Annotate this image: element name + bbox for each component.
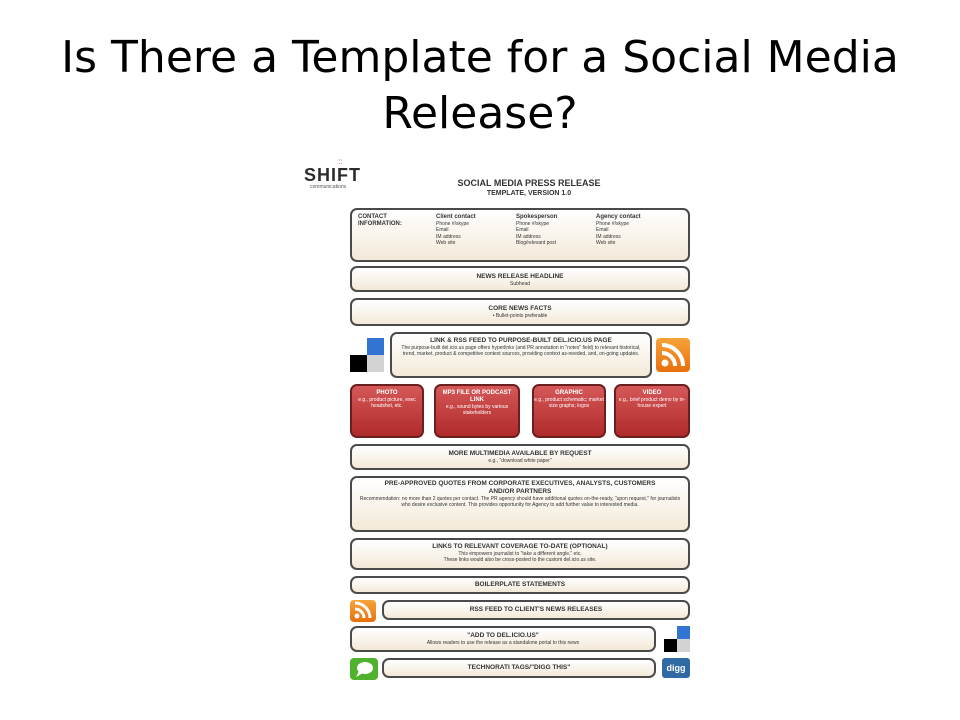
rss-client-releases-box: RSS FEED TO CLIENT'S NEWS RELEASES (382, 600, 690, 620)
delicious-icon-small (664, 626, 690, 652)
rss-icon (656, 338, 690, 372)
contact-column-spokesperson: Spokesperson Phone #/skype Email IM addr… (516, 214, 558, 246)
core-news-facts-box: CORE NEWS FACTS • Bullet-points preferab… (350, 298, 690, 326)
rss-icon-small (350, 600, 376, 622)
delicious-icon (350, 338, 384, 372)
boilerplate-box: BOILERPLATE STATEMENTS (350, 576, 690, 594)
link-rss-delicious-box: LINK & RSS FEED TO PURPOSE-BUILT DEL.ICI… (390, 332, 652, 378)
mp3-podcast-box: MP3 FILE OR PODCAST LINK e.g., sound byt… (434, 384, 520, 438)
more-multimedia-box: MORE MULTIMEDIA AVAILABLE BY REQUEST e.g… (350, 444, 690, 470)
document-title: SOCIAL MEDIA PRESS RELEASE TEMPLATE, VER… (457, 178, 601, 197)
contact-column-client: Client contact Phone #/skype Email IM ad… (436, 214, 476, 246)
technorati-icon (350, 658, 378, 680)
contact-column-agency: Agency contact Phone #/skype Email IM ad… (596, 214, 641, 246)
coverage-links-box: LINKS TO RELEVANT COVERAGE TO-DATE (OPTI… (350, 538, 690, 570)
video-box: VIDEO e.g., brief product demo by in-hou… (614, 384, 690, 438)
headline-box: NEWS RELEASE HEADLINE Subhead (350, 266, 690, 292)
shift-logo: :: SHIFT communications (304, 157, 361, 191)
digg-icon: digg (662, 658, 690, 678)
technorati-digg-box: TECHNORATI TAGS/"DIGG THIS" (382, 658, 656, 678)
template-document-image: :: SHIFT communications SOCIAL MEDIA PRE… (304, 158, 696, 682)
photo-box: PHOTO e.g., product picture, exec headsh… (350, 384, 424, 438)
contact-information-box: CONTACT INFORMATION: Client contact Phon… (350, 208, 690, 262)
add-to-delicious-box: "ADD TO DEL.ICIO.US" Allows readers to u… (350, 626, 656, 652)
graphic-box: GRAPHIC e.g., product schematic; market … (532, 384, 606, 438)
slide-title: Is There a Template for a Social Media R… (61, 32, 899, 139)
quotes-box: PRE-APPROVED QUOTES FROM CORPORATE EXECU… (350, 476, 690, 532)
